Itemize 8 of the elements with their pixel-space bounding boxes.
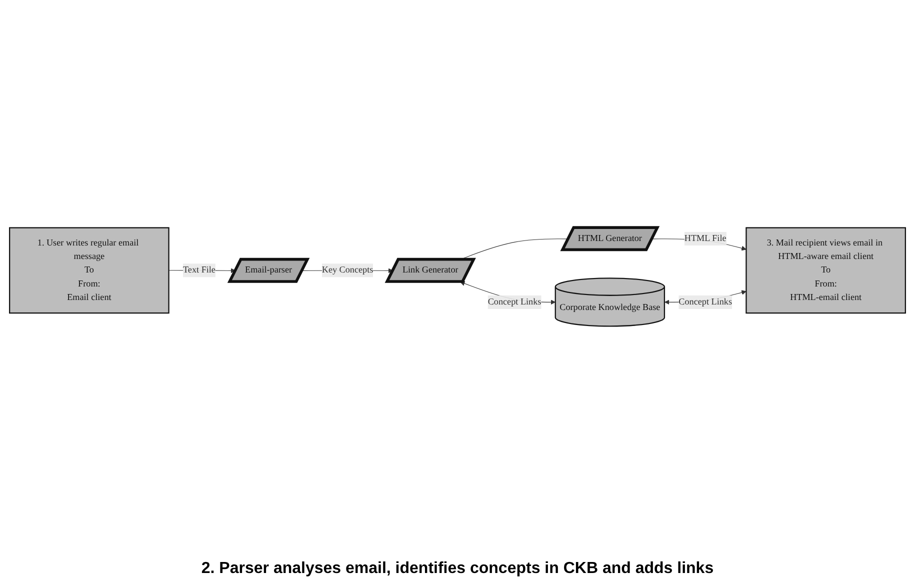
edge-label: HTML File [684,234,726,244]
step-caption: 2. Parser analyses email, identifies concepts in CKB and adds links [201,560,714,578]
node-box: 3. Mail recipient views email in HTML-aware email client To From: HTML-email client [746,227,906,314]
edge-label: Text File [183,265,216,276]
edge-label: Concept Links [678,297,732,307]
edge-label: Concept Links [488,297,542,307]
node-box: 1. User writes regular email message To From: Email client [9,227,170,314]
edge-label: Key Concepts [322,265,374,276]
